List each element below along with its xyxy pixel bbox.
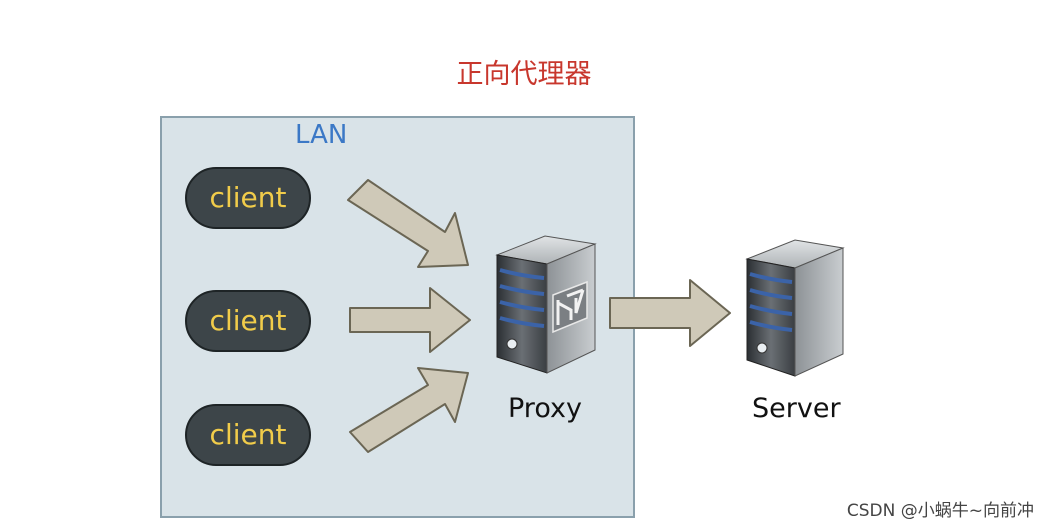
client-node: client xyxy=(185,167,311,229)
server-icon xyxy=(745,239,845,377)
server-label: Server xyxy=(752,393,841,424)
proxy-logo-icon xyxy=(552,280,588,334)
watermark-text: CSDN @小蜗牛~向前冲 xyxy=(846,501,1034,521)
proxy-server-icon xyxy=(495,235,597,374)
lan-label: LAN xyxy=(295,120,348,150)
arrow-client1-to-proxy xyxy=(347,179,469,268)
diagram-title: 正向代理器 xyxy=(456,59,592,90)
proxy-label: Proxy xyxy=(508,393,582,424)
client-node: client xyxy=(185,404,311,466)
client-node: client xyxy=(185,290,311,352)
arrow-client2-to-proxy xyxy=(349,287,471,353)
arrow-client3-to-proxy xyxy=(349,367,469,453)
arrow-proxy-to-server xyxy=(609,279,731,347)
